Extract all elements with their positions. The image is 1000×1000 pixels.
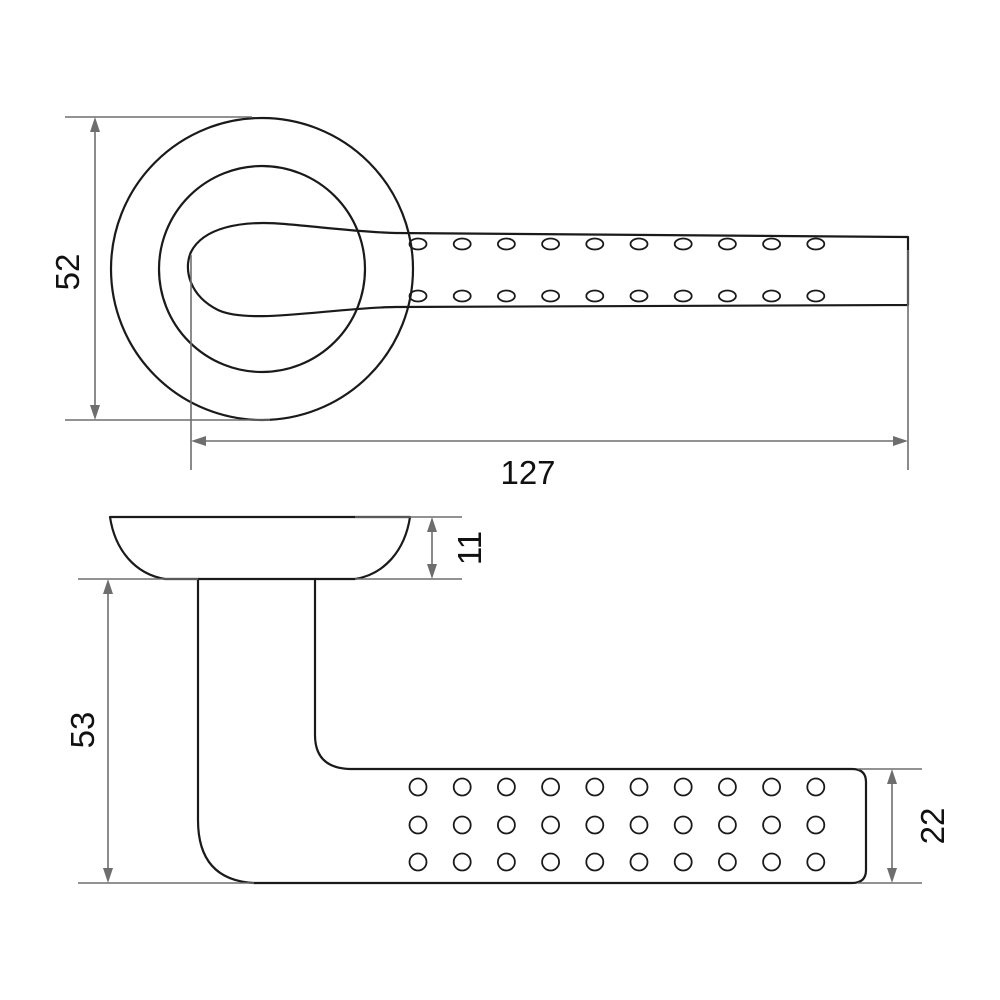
lever-dot <box>673 289 693 303</box>
dimension-lever-length: 127 <box>190 250 909 491</box>
grip-dot <box>806 815 826 835</box>
lever-dot <box>408 237 428 251</box>
dimension-grip-height: 22 <box>858 768 951 884</box>
grip-dot <box>452 852 472 872</box>
grip-dot <box>718 777 737 797</box>
grip-dot <box>673 852 693 872</box>
grip-dot <box>806 777 826 797</box>
grip-dot <box>718 852 737 872</box>
lever-side-outline <box>196 577 868 885</box>
lever-top-dots <box>408 237 826 303</box>
grip-dot <box>496 777 516 797</box>
dimension-label-127: 127 <box>500 454 555 491</box>
grip-dot <box>408 815 428 835</box>
dimension-label-22: 22 <box>914 808 951 845</box>
grip-dot <box>452 777 472 797</box>
lever-dot <box>585 289 605 303</box>
lever-side-dots <box>408 777 826 872</box>
grip-dot <box>585 852 605 872</box>
grip-dot <box>496 852 516 872</box>
grip-dot <box>629 777 649 797</box>
side-view <box>108 515 868 885</box>
lever-dot <box>718 289 737 303</box>
dimension-rose-height: 11 <box>355 516 488 580</box>
lever-top-outline <box>186 221 910 318</box>
dimension-label-52: 52 <box>49 254 86 291</box>
grip-dot <box>762 815 781 835</box>
grip-dot <box>541 815 560 835</box>
top-view <box>109 116 910 422</box>
rose-outer-circle <box>109 116 415 422</box>
lever-dot <box>629 289 649 303</box>
lever-dot <box>673 237 693 251</box>
grip-dot <box>496 815 516 835</box>
grip-dot <box>718 815 737 835</box>
grip-dot <box>762 852 781 872</box>
grip-dot <box>806 852 826 872</box>
lever-dot <box>496 289 516 303</box>
lever-dot <box>806 237 826 251</box>
grip-dot <box>673 777 693 797</box>
grip-dot <box>629 815 649 835</box>
lever-dot <box>629 237 649 251</box>
dimension-label-11: 11 <box>451 531 488 565</box>
lever-dot <box>806 289 826 303</box>
dimension-label-53: 53 <box>64 712 101 749</box>
grip-dot <box>408 777 428 797</box>
grip-dot <box>629 852 649 872</box>
grip-dot <box>673 815 693 835</box>
grip-dot <box>541 852 560 872</box>
lever-dot <box>762 289 781 303</box>
lever-dot <box>496 237 516 251</box>
grip-dot <box>585 777 605 797</box>
lever-dot <box>541 237 560 251</box>
grip-dot <box>762 777 781 797</box>
lever-dot <box>452 237 472 251</box>
rose-side-outline <box>108 515 412 581</box>
lever-dot <box>718 237 737 251</box>
grip-dot <box>408 852 428 872</box>
lever-dot <box>541 289 560 303</box>
lever-dot <box>762 237 781 251</box>
rose-inner-circle <box>157 164 367 374</box>
lever-dot <box>585 237 605 251</box>
lever-dot <box>452 289 472 303</box>
grip-dot <box>452 815 472 835</box>
grip-dot <box>585 815 605 835</box>
dimension-lever-drop: 53 <box>64 578 254 884</box>
grip-dot <box>541 777 560 797</box>
dimension-rose-diameter: 52 <box>49 116 270 421</box>
lever-dot <box>408 289 428 303</box>
